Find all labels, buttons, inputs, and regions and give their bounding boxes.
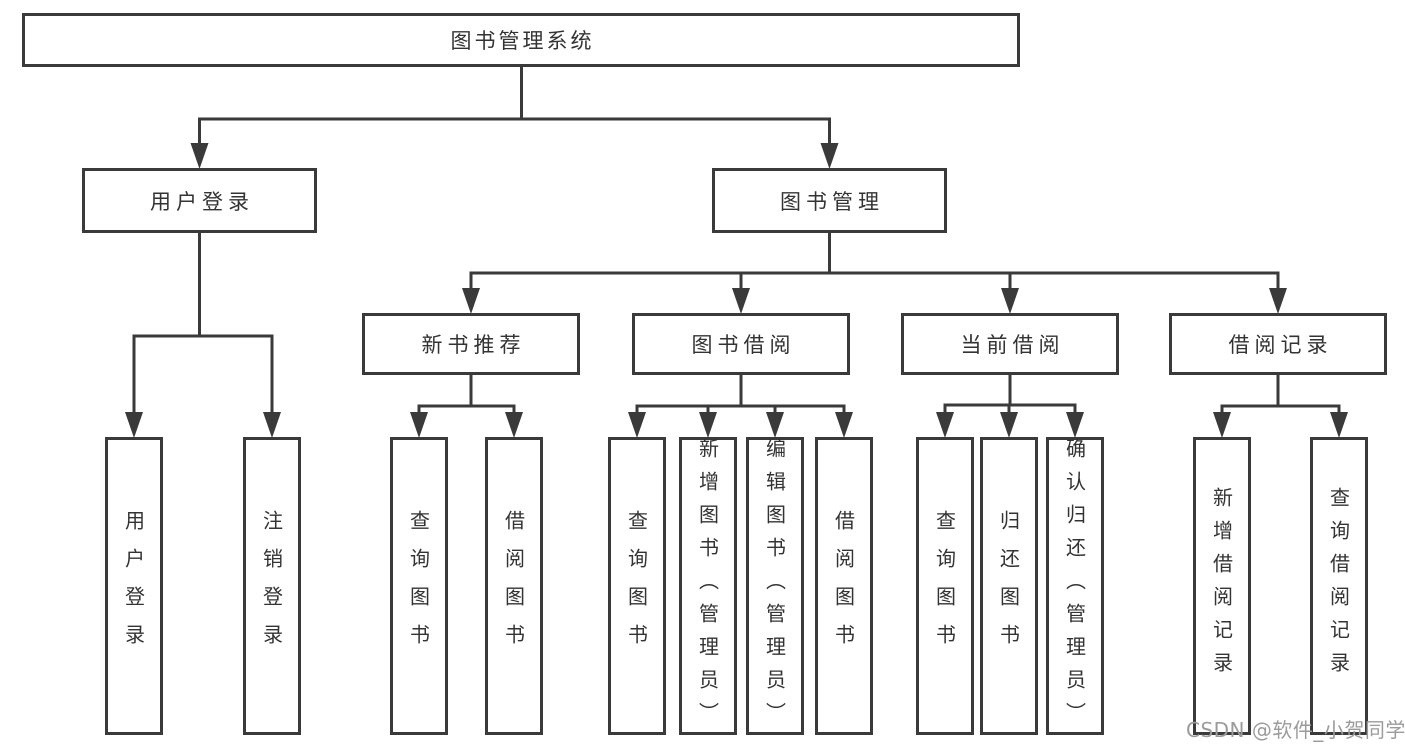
leaf-newbook-query-books: 查询图书 [390, 437, 448, 735]
leaf-newbook-borrow-books: 借阅图书 [485, 437, 543, 735]
leaf-return-books: 归还图书 [980, 437, 1038, 735]
leaf-borrowing-query-books: 查询图书 [608, 437, 666, 735]
node-new-book-recommend: 新书推荐 [362, 313, 580, 375]
node-book-management-branch-label: 图书管理 [780, 189, 884, 214]
node-system-root-label: 图书管理系统 [450, 29, 595, 53]
node-borrow-records-label: 借阅记录 [1228, 333, 1333, 357]
leaf-user-login-label: 用户登录 [121, 510, 146, 662]
csdn-watermark: CSDN @软件_小贺同学 [1186, 718, 1405, 742]
leaf-return-books-label: 归还图书 [996, 510, 1021, 662]
node-book-management-branch: 图书管理 [712, 168, 947, 233]
node-borrow-records: 借阅记录 [1169, 313, 1387, 375]
node-user-login-branch: 用户登录 [82, 168, 317, 233]
leaf-newbook-borrow-books-label: 借阅图书 [501, 510, 526, 662]
leaf-edit-books-admin: 编辑图书（管理员） [746, 437, 804, 735]
leaf-logout-label: 注销登录 [259, 510, 284, 662]
leaf-newbook-query-books-label: 查询图书 [406, 510, 431, 662]
leaf-query-borrow-record: 查询借阅记录 [1310, 437, 1368, 735]
leaf-add-books-admin: 新增图书（管理员） [679, 437, 737, 735]
leaf-edit-books-admin-label: 编辑图书（管理员） [762, 437, 787, 735]
leaf-current-query-books: 查询图书 [916, 437, 974, 735]
leaf-current-query-books-label: 查询图书 [932, 510, 957, 662]
leaf-confirm-return-admin: 确认归还（管理员） [1046, 437, 1104, 735]
node-current-borrowing: 当前借阅 [901, 313, 1119, 375]
leaf-add-books-admin-label: 新增图书（管理员） [695, 437, 720, 735]
leaf-add-borrow-record: 新增借阅记录 [1193, 437, 1251, 735]
leaf-user-login: 用户登录 [105, 437, 163, 735]
leaf-confirm-return-admin-label: 确认归还（管理员） [1062, 437, 1087, 735]
node-book-borrowing-label: 图书借阅 [691, 333, 796, 357]
node-system-root: 图书管理系统 [22, 13, 1020, 67]
node-user-login-branch-label: 用户登录 [150, 189, 254, 214]
node-current-borrowing-label: 当前借阅 [960, 333, 1065, 357]
node-book-borrowing: 图书借阅 [632, 313, 850, 375]
leaf-logout: 注销登录 [243, 437, 301, 735]
leaf-query-borrow-record-label: 查询借阅记录 [1326, 487, 1351, 685]
node-new-book-recommend-label: 新书推荐 [421, 333, 526, 357]
leaf-add-borrow-record-label: 新增借阅记录 [1209, 487, 1234, 685]
leaf-borrowing-borrow-books: 借阅图书 [815, 437, 873, 735]
leaf-borrowing-query-books-label: 查询图书 [624, 510, 649, 662]
leaf-borrowing-borrow-books-label: 借阅图书 [831, 510, 856, 662]
